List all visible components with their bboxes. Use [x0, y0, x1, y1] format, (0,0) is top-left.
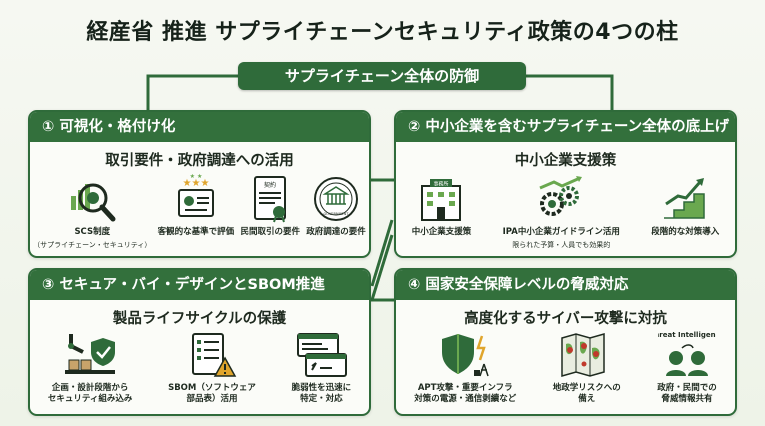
connector-panel3-panel2 [370, 219, 394, 287]
item-objective-evaluation: ★★★ ★ ★ 客観的な基準で評価 [158, 174, 235, 250]
item-phased-measures: 段階的な対策導入 [651, 174, 719, 250]
item-label-line2: 脅威情報共有 [661, 394, 713, 404]
item-label: 政府・民間での [657, 383, 717, 393]
world-map-risk-icon [560, 333, 605, 377]
panel-sme-support: ② 中小企業を含むサプライチェーン全体の底上げ 中小企業支援策 事務所 中小企業… [394, 110, 737, 258]
item-label: IPA中小企業ガイドライン活用 [502, 227, 620, 237]
panel-subtitle: 中小企業支援策 [514, 153, 617, 169]
star-rating-certificate-icon: ★★★ ★ ★ [177, 174, 214, 217]
panel-subtitle: 高度化するサイバー攻撃に対抗 [464, 311, 667, 327]
contract-label: 契約 [264, 181, 276, 189]
staircase-growth-icon [664, 178, 706, 219]
government-seal-icon: GOVERNMENT [314, 177, 359, 221]
magnifier-chart-icon [71, 183, 116, 222]
panel-subtitle: 製品ライフサイクルの保護 [112, 311, 287, 327]
item-apt-infrastructure: APT攻撃・重要インフラ 対策の電源・通信剥續など [414, 330, 516, 405]
item-sme-support-measures: 事務所 中小企業支援策 [411, 174, 472, 250]
item-label: 民間取引の要件 [240, 227, 300, 237]
svg-text:★ ★: ★ ★ [190, 174, 203, 180]
panel-header: ③ セキュア・バイ・デザインとSBOM推進 [30, 270, 369, 300]
page-title: 経産省 推進 サプライチェーンセキュリティ政策の4つの柱 [86, 20, 679, 45]
item-ipa-guideline: IPA中小企業ガイドライン活用 限られた予算・人員でも効果的 [503, 174, 620, 250]
item-label: 脆弱性を迅速に [291, 383, 352, 393]
item-sbom-usage: SBOM（ソフトウェア 部品表）活用 [168, 330, 256, 405]
item-private-transaction: 契約 民間取引の要件 [240, 174, 300, 250]
item-label-line2: 対策の電源・通信剥續など [414, 394, 517, 404]
item-label-line2: 部品表）活用 [186, 394, 238, 404]
panel-header: ① 可視化・格付け化 [30, 112, 369, 142]
robot-arm-shield-icon [65, 334, 116, 374]
code-windows-icon [297, 333, 348, 377]
connector-banner-left [146, 74, 238, 118]
connector-banner-right [526, 74, 614, 118]
item-label: 地政学リスクへの [552, 383, 621, 393]
connector-panel3-panel2-b [370, 234, 394, 301]
item-vulnerability-response: 脆弱性を迅速に 特定・対応 [291, 330, 352, 405]
item-label: 中小企業支援策 [411, 227, 472, 237]
panel-subtitle: 取引要件・政府調達への活用 [105, 153, 294, 169]
item-label: 客観的な基準で評価 [157, 227, 235, 237]
item-label-line2: 備え [578, 394, 596, 404]
building-sign: 事務所 [434, 181, 449, 188]
item-security-from-design: 企画・設計段階から セキュリティ組み込み [47, 330, 133, 405]
gears-growth-icon [539, 176, 583, 216]
item-geopolitical-risk: 地政学リスクへの 備え [553, 330, 621, 405]
item-label: APT攻撃・重要インフラ [417, 383, 513, 393]
item-threat-sharing: Threat Intelligence 政府・民間での 脅威情報共有 [657, 330, 717, 405]
panel-visualization-rating: ① 可視化・格付け化 取引要件・政府調達への活用 SCS制度 （サプライチェーン… [28, 110, 371, 258]
threat-caption: Threat Intelligence [658, 331, 716, 339]
item-label: SCS制度 [74, 227, 111, 237]
item-sublabel: 限られた予算・人員でも効果的 [512, 241, 611, 249]
item-label: 政府調達の要件 [306, 227, 366, 237]
contract-document-icon: 契約 [254, 176, 287, 223]
checklist-warning-icon [191, 333, 237, 377]
item-sublabel: （サプライチェーン・セキュリティ） [33, 241, 152, 249]
panel-secure-by-design-sbom: ③ セキュア・バイ・デザインとSBOM推進 製品ライフサイクルの保護 企画・設計… [28, 268, 371, 416]
item-government-procurement: GOVERNMENT 政府調達の要件 [306, 174, 366, 250]
item-label: SBOM（ソフトウェア [168, 383, 256, 393]
panel-header: ② 中小企業を含むサプライチェーン全体の底上げ [396, 112, 735, 142]
panel-header: ④ 国家安全保障レベルの脅威対応 [396, 270, 735, 300]
office-building-icon: 事務所 [421, 179, 462, 221]
svg-text:★★★: ★★★ [182, 178, 209, 189]
item-label: 企画・設計段階から [51, 383, 129, 393]
item-label-line2: 特定・対応 [300, 394, 343, 404]
item-scs-system: SCS制度 （サプライチェーン・セキュリティ） [33, 174, 151, 250]
banner-supply-chain-defense: サプライチェーン全体の防御 [238, 62, 526, 90]
panel-national-security: ④ 国家安全保障レベルの脅威対応 高度化するサイバー攻撃に対抗 APT攻撃・重要… [394, 268, 737, 416]
item-label: 段階的な対策導入 [651, 227, 720, 237]
threat-intelligence-icon: Threat Intelligence [658, 331, 716, 376]
item-label-line2: セキュリティ組み込み [47, 394, 133, 404]
shield-infrastructure-icon [442, 334, 489, 377]
seal-label: GOVERNMENT [324, 212, 350, 216]
